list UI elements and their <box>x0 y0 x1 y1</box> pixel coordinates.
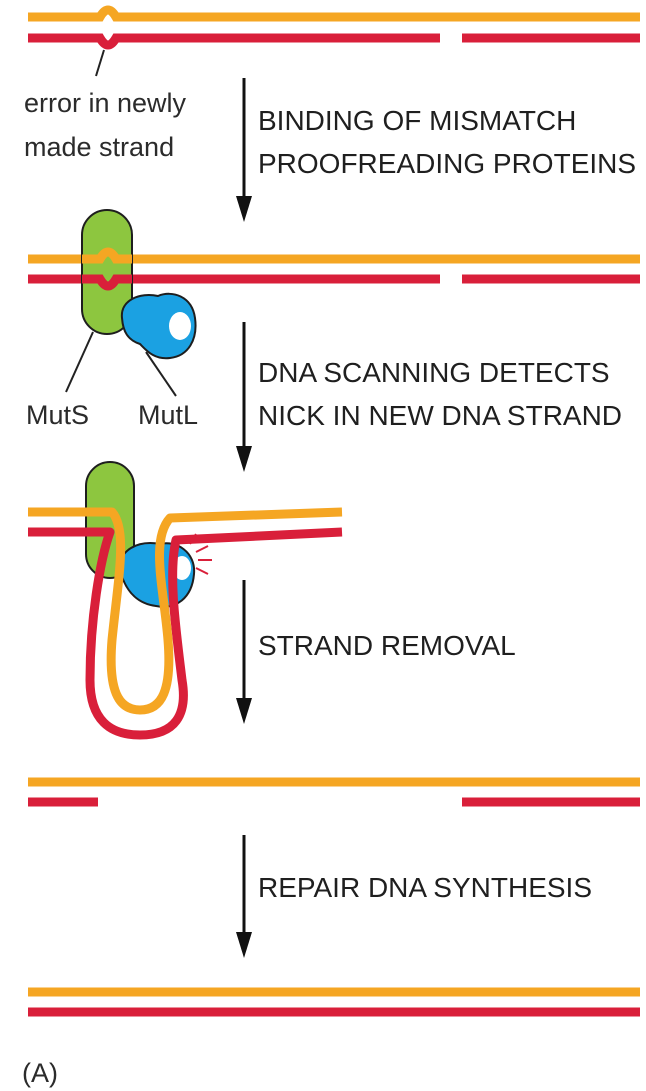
muts-label: MutS <box>26 400 89 430</box>
muts-pointer <box>66 332 93 392</box>
step-3-line1: STRAND REMOVAL <box>258 630 516 661</box>
step-2-line1: DNA SCANNING DETECTS <box>258 357 610 388</box>
new-strand-left <box>28 38 440 45</box>
step-1-line2: PROOFREADING PROTEINS <box>258 148 636 179</box>
error-pointer-line <box>96 50 104 76</box>
arrow-4 <box>236 835 252 958</box>
panel-label: (A) <box>22 1058 58 1088</box>
stage-5-dna <box>28 992 640 1012</box>
stage-4-dna <box>28 782 640 802</box>
mutl-highlight <box>169 312 191 340</box>
stage-1-dna: error in newly made strand <box>24 10 640 162</box>
error-label-line2: made strand <box>24 132 174 162</box>
stage-2-dna: MutS MutL <box>26 210 640 430</box>
error-label-line1: error in newly <box>24 88 187 118</box>
stage-3-dna <box>28 462 342 735</box>
arrow-2 <box>236 322 252 472</box>
arrow-1 <box>236 78 252 222</box>
mutl-label: MutL <box>138 400 198 430</box>
step-1-line1: BINDING OF MISMATCH <box>258 105 576 136</box>
template-strand <box>28 10 640 17</box>
step-4-line1: REPAIR DNA SYNTHESIS <box>258 872 592 903</box>
arrow-3 <box>236 580 252 724</box>
step-2-line2: NICK IN NEW DNA STRAND <box>258 400 622 431</box>
